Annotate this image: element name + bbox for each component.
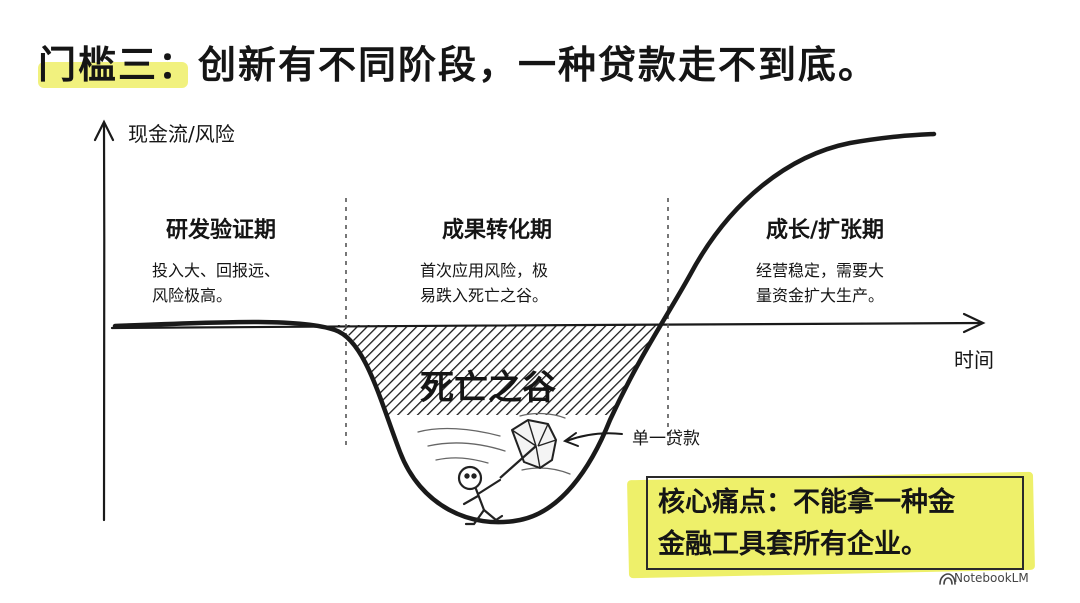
callout-line: 金融工具套所有企业。 xyxy=(658,529,928,560)
y-axis-label: 现金流/风险 xyxy=(128,122,235,146)
x-axis-label: 时间 xyxy=(954,348,994,372)
valley-label: 死亡之谷 xyxy=(420,368,556,408)
stage-desc-line: 投入大、回报远、 xyxy=(152,261,281,280)
stage-title-growth: 成长/扩张期 xyxy=(766,218,885,243)
stage-desc-line: 风险极高。 xyxy=(152,286,233,305)
page-title: 门槛三：创新有不同阶段，一种贷款走不到底。 xyxy=(38,43,879,87)
stick-figure-icon xyxy=(457,465,504,526)
stage-desc-rnd: 投入大、回报远、 风险极高。 xyxy=(152,258,352,308)
umbrella-icon xyxy=(499,419,557,479)
stage-desc-line: 易跌入死亡之谷。 xyxy=(420,286,549,305)
title-area: 门槛三：创新有不同阶段，一种贷款走不到底。 xyxy=(30,22,1050,102)
title-highlight xyxy=(38,62,188,88)
stage-title-rnd: 研发验证期 xyxy=(166,218,277,243)
stage-title-transfer: 成果转化期 xyxy=(442,218,553,243)
valley-hatch xyxy=(330,325,665,415)
x-axis xyxy=(110,312,986,334)
notebooklm-watermark: NotebookLM xyxy=(954,571,1029,585)
core-pain-callout: 核心痛点：不能拿一种金 金融工具套所有企业。 xyxy=(627,468,1048,582)
stage-desc-transfer: 首次应用风险，极 易跌入死亡之谷。 xyxy=(420,258,620,308)
stage-desc-line: 首次应用风险，极 xyxy=(420,261,549,280)
notebooklm-logo-icon xyxy=(939,573,956,585)
stage-desc-growth: 经营稳定，需要大 量资金扩大生产。 xyxy=(756,258,956,308)
callout-text: 核心痛点：不能拿一种金 金融工具套所有企业。 xyxy=(658,482,1038,566)
callout-frame xyxy=(646,476,1024,570)
stage-desc-line: 量资金扩大生产。 xyxy=(756,286,885,305)
stage-desc-line: 经营稳定，需要大 xyxy=(756,261,885,280)
single-loan-label: 单一贷款 xyxy=(632,429,700,449)
annotation-arrow xyxy=(562,432,623,447)
wind-lines xyxy=(417,412,571,475)
y-axis xyxy=(93,119,115,522)
cashflow-curve xyxy=(112,131,937,525)
callout-line: 核心痛点：不能拿一种金 xyxy=(658,487,955,518)
